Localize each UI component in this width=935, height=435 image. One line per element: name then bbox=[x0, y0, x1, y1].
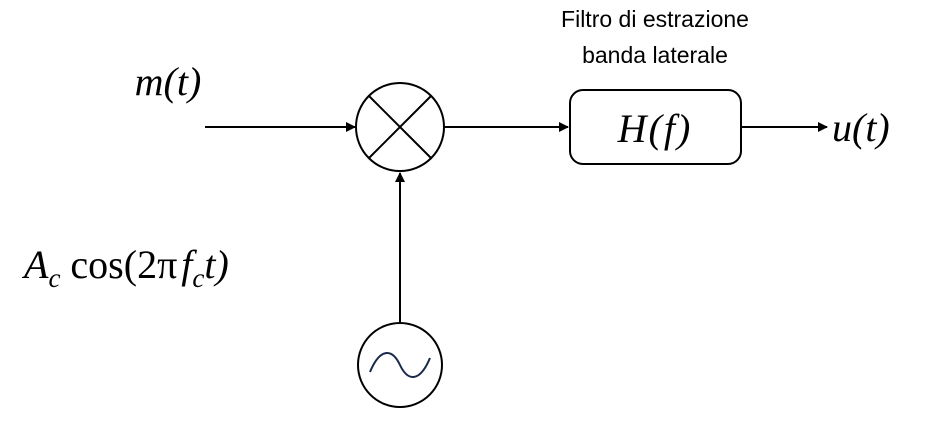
carrier-amplitude-subscript: c bbox=[48, 263, 60, 293]
input-signal-label: m(t) bbox=[135, 59, 202, 104]
carrier-tail: t) bbox=[204, 242, 228, 287]
filter-transfer-function: H(f) bbox=[617, 106, 693, 151]
carrier-amplitude-symbol: A bbox=[21, 242, 49, 287]
carrier-function: cos(2π bbox=[60, 242, 177, 287]
output-signal-label: u(t) bbox=[832, 105, 890, 150]
oscillator-icon bbox=[357, 322, 443, 408]
carrier-frequency-subscript: c bbox=[192, 263, 204, 293]
filter-caption-line2: banda laterale bbox=[582, 42, 728, 68]
multiplier-icon bbox=[355, 82, 445, 172]
filter-caption-line1: Filtro di estrazione bbox=[561, 6, 749, 32]
